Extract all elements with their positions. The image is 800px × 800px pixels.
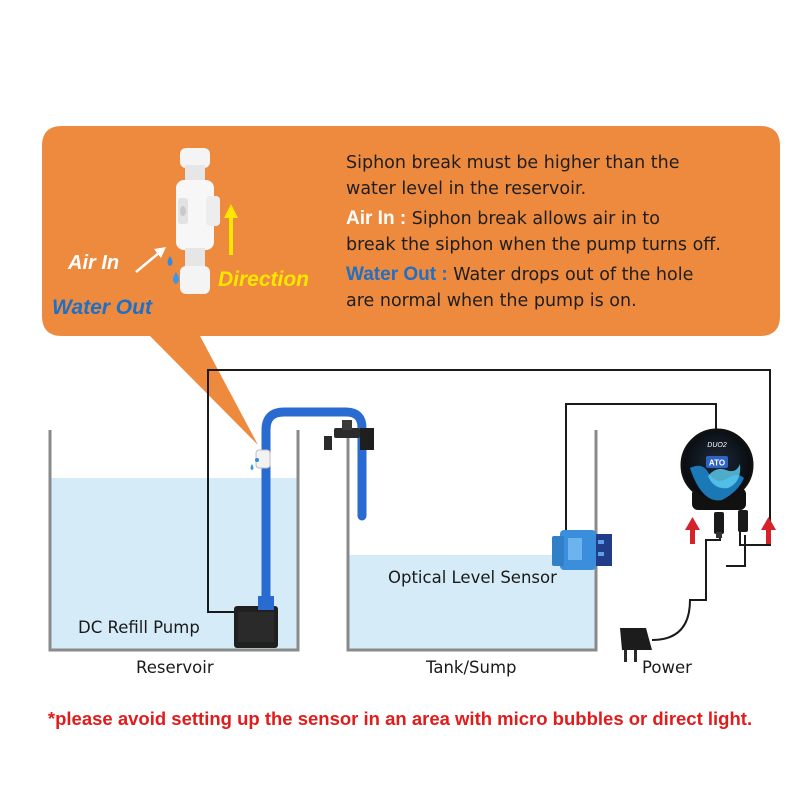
dc-connector-icon bbox=[714, 510, 748, 538]
air-in-label: Air In bbox=[68, 252, 120, 274]
siphon-connector-icon bbox=[176, 148, 220, 294]
air-in-heading: Air In : bbox=[346, 208, 407, 229]
callout-line-1: Siphon break must be higher than the bbox=[346, 153, 680, 173]
air-in-arrow-icon bbox=[135, 247, 166, 273]
water-out-text-a: Water drops out of the hole bbox=[453, 265, 694, 285]
pump-icon bbox=[234, 596, 278, 648]
water-drop-icon bbox=[167, 256, 179, 284]
pump-label: DC Refill Pump bbox=[78, 618, 200, 637]
water-out-label: Water Out bbox=[52, 296, 152, 319]
callout-line-2: water level in the reservoir. bbox=[346, 179, 587, 199]
water-out-explanation: Water Out : Water drops out of the hole bbox=[346, 262, 766, 288]
callout-description: Siphon break must be higher than the wat… bbox=[346, 150, 766, 314]
power-label: Power bbox=[642, 658, 692, 677]
controller-brand-label: DUO2 bbox=[707, 442, 727, 449]
power-cable bbox=[651, 530, 746, 641]
controller-icon: ATO DUO2 bbox=[680, 428, 754, 510]
direction-label: Direction bbox=[218, 268, 310, 291]
red-arrow-icon bbox=[685, 517, 776, 544]
direction-arrow-icon bbox=[224, 204, 238, 255]
sensor-icon bbox=[552, 530, 612, 570]
tank-label: Tank/Sump bbox=[426, 658, 517, 677]
water-out-heading: Water Out : bbox=[346, 264, 448, 285]
check-valve-icon bbox=[324, 420, 374, 450]
pump-cable bbox=[207, 369, 771, 613]
power-adapter-icon bbox=[620, 628, 652, 662]
siphon-break-icon bbox=[250, 449, 271, 470]
refill-tube bbox=[261, 407, 367, 617]
water-out-text-b: are normal when the pump is on. bbox=[346, 291, 637, 311]
air-in-text-a: Siphon break allows air in to bbox=[411, 209, 660, 229]
sensor-cable bbox=[565, 403, 717, 530]
reservoir-label: Reservoir bbox=[136, 658, 214, 677]
controller-mode-label: ATO bbox=[709, 459, 725, 468]
sensor-label: Optical Level Sensor bbox=[388, 568, 557, 587]
air-in-text-b: break the siphon when the pump turns off… bbox=[346, 235, 721, 255]
warning-note: *please avoid setting up the sensor in a… bbox=[47, 708, 753, 729]
air-in-explanation: Air In : Siphon break allows air in to bbox=[346, 206, 766, 232]
callout-bubble bbox=[42, 126, 780, 445]
